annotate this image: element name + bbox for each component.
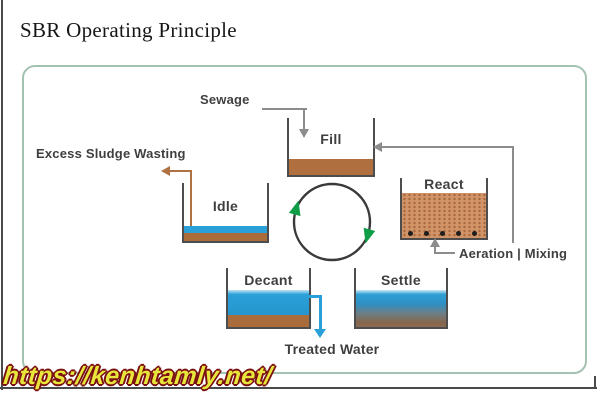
settle-tank: Settle xyxy=(354,268,448,329)
decant-tank-water-layer xyxy=(228,290,309,315)
sewage-line-vertical xyxy=(303,108,305,130)
treated-water-label: Treated Water xyxy=(284,341,380,357)
excess-sludge-line-horizontal xyxy=(170,170,192,172)
excess-sludge-label: Excess Sludge Wasting xyxy=(36,146,186,161)
frame-left-border xyxy=(1,0,3,390)
cycle-circle-ring xyxy=(292,182,372,262)
cycle-circle-svg xyxy=(288,182,376,262)
idle-tank: Idle xyxy=(182,183,269,243)
idle-tank-water-layer xyxy=(184,226,267,233)
react-tank-mixed-liquor xyxy=(402,193,486,238)
decant-tank-label: Decant xyxy=(244,272,293,288)
return-line-vertical xyxy=(512,146,514,243)
idle-tank-sludge-layer xyxy=(184,233,267,241)
aeration-line-horizontal xyxy=(434,252,455,254)
excess-sludge-line-vertical xyxy=(190,170,192,232)
aeration-line-vertical xyxy=(434,245,436,254)
settle-tank-settling-layers xyxy=(356,290,446,327)
watermark-url: https://kenhtamly.net/ xyxy=(2,362,274,390)
cycle-arrow-down-icon xyxy=(363,227,376,244)
diffuser-dot xyxy=(456,231,461,236)
decant-tank: Decant xyxy=(226,268,311,329)
aeration-arrow-up-icon xyxy=(430,238,440,247)
diffuser-dot xyxy=(472,231,477,236)
cycle-arrow-up-icon xyxy=(288,200,301,217)
decant-tank-sludge-layer xyxy=(228,315,309,327)
frame-right-border xyxy=(594,376,596,389)
aeration-mixing-label: Aeration | Mixing xyxy=(459,246,568,261)
treated-water-arrow-down-icon xyxy=(314,329,326,338)
diffuser-dot xyxy=(440,231,445,236)
diffuser-dot xyxy=(424,231,429,236)
treated-water-line-horizontal xyxy=(307,295,322,298)
sewage-label: Sewage xyxy=(200,92,250,107)
sewage-line-horizontal xyxy=(262,108,307,110)
excess-sludge-arrow-left-icon xyxy=(161,166,170,176)
sewage-arrow-down-icon xyxy=(299,129,309,138)
fill-tank-label: Fill xyxy=(320,131,342,147)
cycle-circle xyxy=(287,177,377,267)
idle-tank-label: Idle xyxy=(212,198,239,214)
settle-tank-label: Settle xyxy=(381,272,421,288)
react-tank-label: React xyxy=(424,176,464,192)
page-title: SBR Operating Principle xyxy=(20,18,237,42)
fill-tank: Fill xyxy=(287,118,375,177)
frame-bottom-border xyxy=(0,387,597,389)
return-arrow-left-icon xyxy=(373,142,382,152)
fill-tank-sewage-liquid xyxy=(289,159,373,175)
diffuser-dot xyxy=(408,231,413,236)
react-tank: React xyxy=(400,176,488,240)
treated-water-line-vertical xyxy=(319,295,322,330)
return-line-horizontal xyxy=(381,146,514,148)
